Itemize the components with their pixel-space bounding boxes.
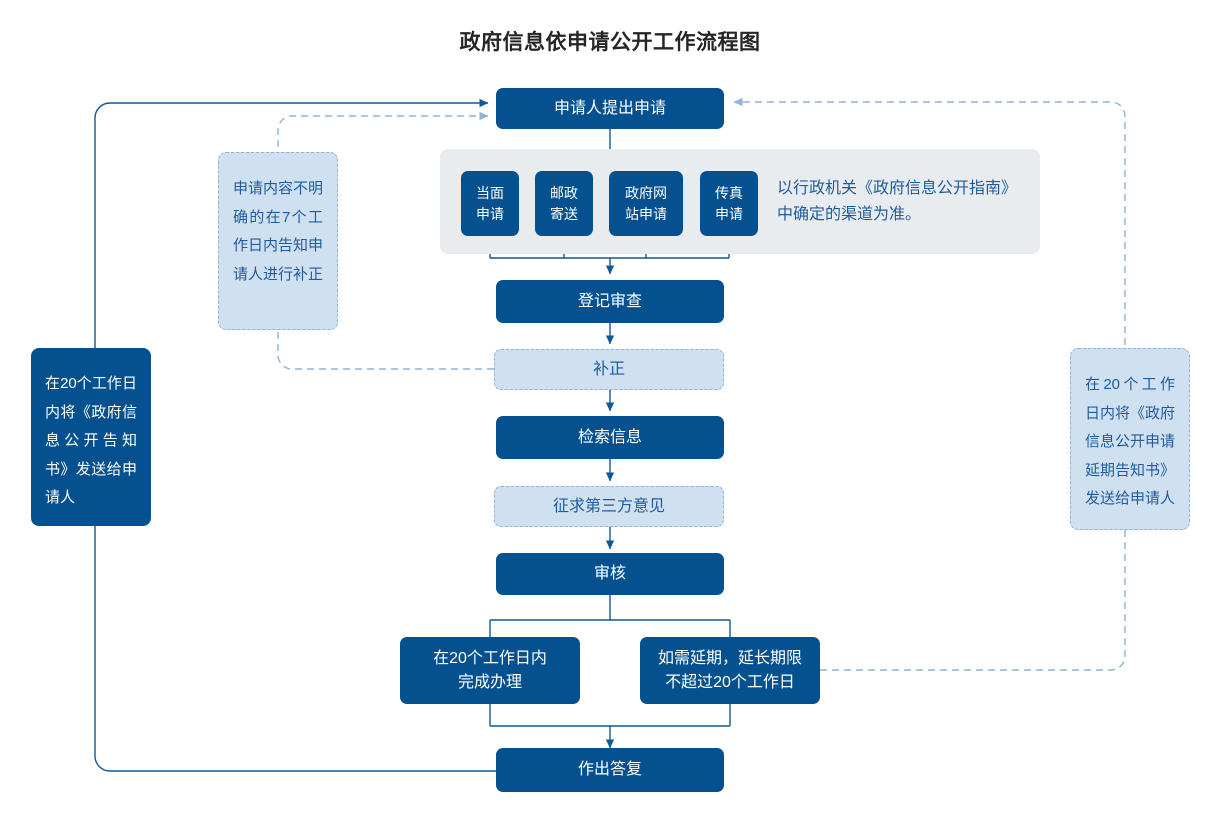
- node-extension[interactable]: 如需延期，延长期限 不超过20个工作日: [640, 637, 820, 704]
- node-supplement[interactable]: 补正: [494, 349, 724, 390]
- node-channel-fax[interactable]: 传真 申请: [700, 171, 758, 236]
- node-label: 审核: [593, 565, 626, 583]
- node-give-reply[interactable]: 作出答复: [496, 748, 724, 792]
- node-label: 征求第三方意见: [552, 497, 665, 515]
- node-label: 作出答复: [577, 761, 642, 779]
- channels-note-line-1: 以行政机关《政府信息公开指南》: [777, 180, 1018, 197]
- node-label: 登记审查: [577, 292, 642, 310]
- node-third-party-opinion[interactable]: 征求第三方意见: [494, 486, 724, 527]
- annotation-supplement-note: 申请内容不明确的在7个工作日内告知申请人进行补正: [218, 152, 338, 330]
- node-channel-in-person[interactable]: 当面 申请: [461, 171, 519, 236]
- node-label: 在20个工作日内 完成办理: [433, 650, 547, 691]
- annotation-left-notice: 在20个工作日内将《政府信息公开告知书》发送给申请人: [31, 348, 151, 526]
- node-review[interactable]: 审核: [496, 553, 724, 595]
- channels-note-line-2: 中确定的渠道为准。: [777, 206, 922, 224]
- node-label: 传真 申请: [715, 185, 743, 222]
- node-channel-website[interactable]: 政府网 站申请: [609, 171, 683, 236]
- node-channel-postal[interactable]: 邮政 寄送: [535, 171, 593, 236]
- node-label: 检索信息: [577, 428, 642, 446]
- node-applicant-submit[interactable]: 申请人提出申请: [496, 88, 724, 129]
- node-label: 如需延期，延长期限 不超过20个工作日: [657, 650, 802, 691]
- annotation-text: 在20个工作日内将《政府信息公开告知书》发送给申请人: [45, 375, 137, 506]
- channels-note: 以行政机关《政府信息公开指南》 中确定的渠道为准。: [777, 176, 1039, 229]
- node-label: 申请人提出申请: [553, 99, 666, 117]
- annotation-text: 在20个工作日内将《政府信息公开申请延期告知书》 发送给申请人: [1085, 376, 1176, 507]
- annotation-text: 申请内容不明确的在7个工作日内告知申请人进行补正: [233, 180, 324, 283]
- node-label: 邮政 寄送: [550, 185, 578, 222]
- node-register-review[interactable]: 登记审查: [496, 280, 724, 323]
- node-complete-within-20-days[interactable]: 在20个工作日内 完成办理: [400, 637, 580, 704]
- node-label: 补正: [592, 360, 625, 378]
- node-retrieve-info[interactable]: 检索信息: [496, 416, 724, 459]
- page-title: 政府信息依申请公开工作流程图: [459, 31, 761, 54]
- node-label: 当面 申请: [476, 185, 504, 222]
- annotation-right-notice: 在20个工作日内将《政府信息公开申请延期告知书》 发送给申请人: [1070, 348, 1190, 530]
- node-label: 政府网 站申请: [625, 185, 667, 222]
